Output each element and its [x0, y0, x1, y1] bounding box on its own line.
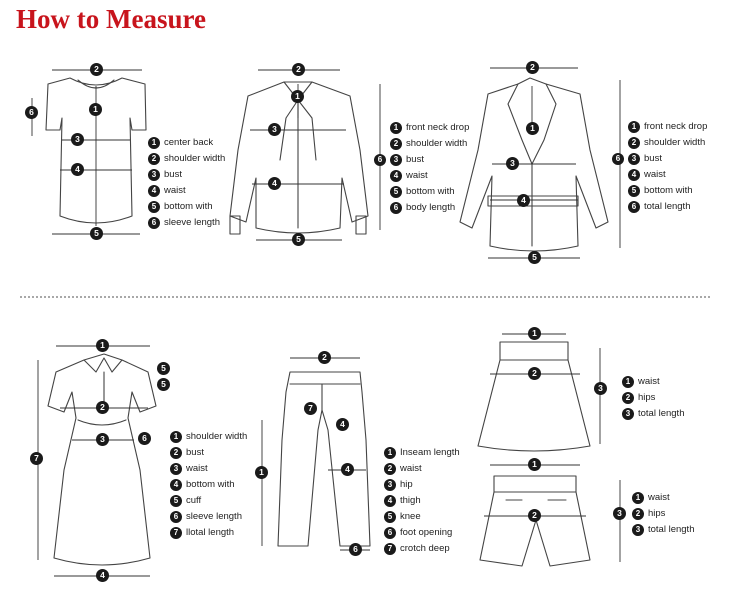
- marker-6: 6: [25, 106, 38, 119]
- marker-1: 1: [96, 339, 109, 352]
- marker-6: 6: [138, 432, 151, 445]
- marker-4: 4: [96, 569, 109, 582]
- dress-sketch: [47, 353, 157, 566]
- marker-1: 1: [528, 327, 541, 340]
- page-title: How to Measure: [16, 4, 206, 34]
- pants-sketch: [277, 371, 371, 547]
- marker-5: 5: [157, 378, 170, 391]
- marker-7: 7: [304, 402, 317, 415]
- marker-2: 2: [96, 401, 109, 414]
- section-divider: [20, 296, 710, 298]
- marker-3: 3: [268, 123, 281, 136]
- coat-sketch: [459, 77, 609, 252]
- marker-4: 4: [336, 418, 349, 431]
- marker-5: 5: [292, 233, 305, 246]
- marker-2: 2: [528, 367, 541, 380]
- marker-4: 4: [341, 463, 354, 476]
- marker-5: 5: [528, 251, 541, 264]
- marker-2: 2: [526, 61, 539, 74]
- marker-1: 1: [255, 466, 268, 479]
- marker-3: 3: [96, 433, 109, 446]
- marker-6: 6: [349, 543, 362, 556]
- marker-1: 1: [528, 458, 541, 471]
- marker-3: 3: [613, 507, 626, 520]
- marker-4: 4: [71, 163, 84, 176]
- marker-1: 1: [526, 122, 539, 135]
- marker-2: 2: [528, 509, 541, 522]
- marker-5: 5: [90, 227, 103, 240]
- marker-3: 3: [71, 133, 84, 146]
- marker-2: 2: [292, 63, 305, 76]
- marker-1: 1: [291, 90, 304, 103]
- marker-5: 5: [157, 362, 170, 375]
- marker-7: 7: [30, 452, 43, 465]
- marker-2: 2: [318, 351, 331, 364]
- measure-lines: [31, 67, 621, 577]
- marker-3: 3: [506, 157, 519, 170]
- blouse-sketch: [229, 81, 369, 235]
- skirt-sketch: [477, 341, 591, 452]
- shorts-sketch: [479, 475, 591, 567]
- marker-1: 1: [89, 103, 102, 116]
- marker-4: 4: [517, 194, 530, 207]
- marker-4: 4: [268, 177, 281, 190]
- marker-2: 2: [90, 63, 103, 76]
- marker-3: 3: [594, 382, 607, 395]
